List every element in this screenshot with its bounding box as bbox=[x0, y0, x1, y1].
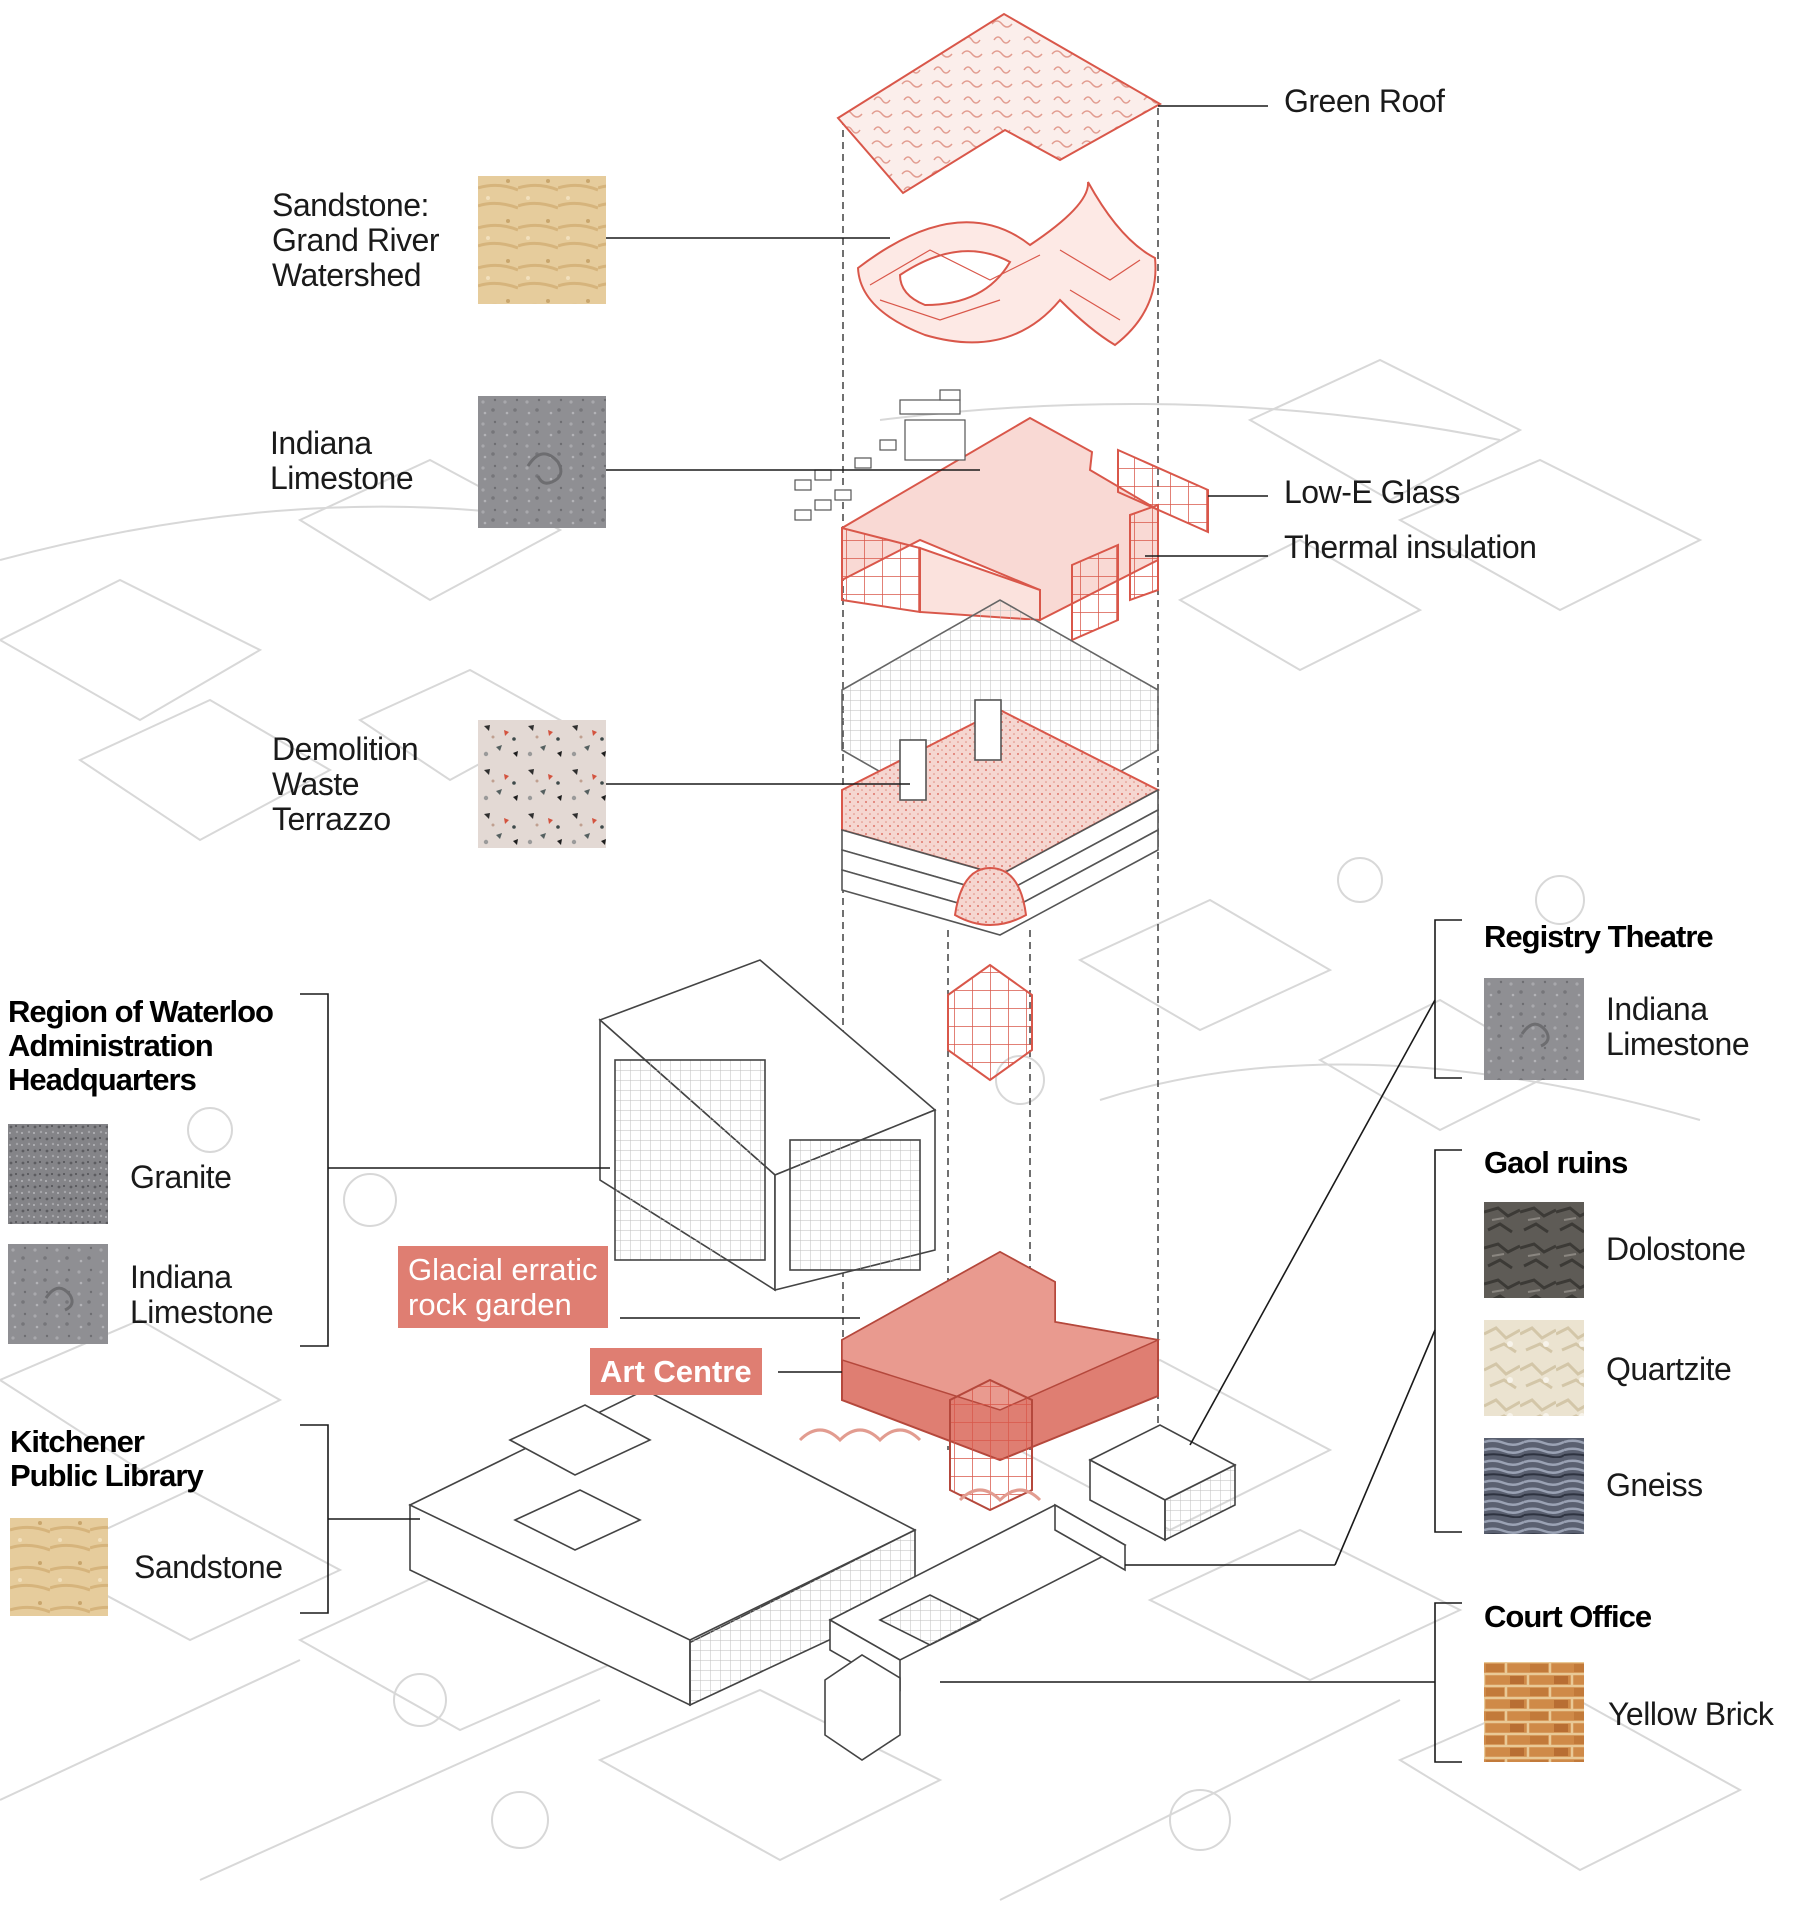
dolostone-label: Dolostone bbox=[1606, 1231, 1746, 1267]
dome-cube-layer bbox=[947, 866, 1033, 1082]
registry-title: Registry Theatre bbox=[1484, 919, 1714, 954]
registry-limestone-swatch bbox=[1484, 978, 1584, 1080]
green-roof-layer bbox=[836, 12, 1163, 195]
region-hq-building bbox=[598, 959, 937, 1292]
terrazzo-label: Demolition Waste Terrazzo bbox=[272, 731, 419, 837]
granite-label: Granite bbox=[130, 1159, 232, 1195]
terrazzo-swatch bbox=[478, 720, 606, 848]
registry-building bbox=[1088, 1424, 1237, 1542]
gaol-title: Gaol ruins bbox=[1484, 1145, 1628, 1180]
library-building bbox=[408, 1389, 917, 1707]
art-centre-callout: Art Centre bbox=[590, 1348, 762, 1395]
sandstone-watershed-label: Sandstone: Grand River Watershed bbox=[272, 187, 440, 293]
rock-garden-callout: Glacial erratic rock garden bbox=[398, 1246, 608, 1328]
region-limestone-swatch bbox=[8, 1244, 108, 1344]
gaol-court-buildings bbox=[824, 1503, 1127, 1761]
court-title: Court Office bbox=[1484, 1599, 1652, 1634]
library-title: Kitchener Public Library bbox=[10, 1424, 204, 1493]
sandstone-ribbon-layer bbox=[856, 181, 1157, 347]
low-e-glass-label: Low-E Glass bbox=[1284, 474, 1460, 510]
yellow-brick-swatch bbox=[1484, 1662, 1584, 1762]
art-centre-building bbox=[798, 1250, 1161, 1512]
green-roof-label: Green Roof bbox=[1284, 83, 1445, 119]
leader-lines bbox=[300, 105, 1462, 1763]
sandstone-swatch bbox=[478, 176, 606, 304]
registry-limestone-label: Indiana Limestone bbox=[1606, 991, 1750, 1062]
structure-floor-layer bbox=[841, 599, 1161, 936]
granite-swatch bbox=[8, 1124, 108, 1224]
library-sandstone-swatch bbox=[10, 1518, 108, 1616]
gneiss-label: Gneiss bbox=[1606, 1467, 1703, 1503]
quartzite-label: Quartzite bbox=[1606, 1351, 1732, 1387]
indiana-limestone-label: Indiana Limestone bbox=[270, 425, 414, 496]
yellow-brick-label: Yellow Brick bbox=[1608, 1696, 1774, 1732]
region-limestone-label: Indiana Limestone bbox=[130, 1259, 274, 1330]
library-sandstone-label: Sandstone bbox=[134, 1549, 283, 1585]
quartzite-swatch bbox=[1484, 1320, 1584, 1416]
dolostone-swatch bbox=[1484, 1202, 1584, 1298]
indiana-limestone-swatch bbox=[478, 396, 606, 528]
thermal-insulation-label: Thermal insulation bbox=[1284, 529, 1537, 565]
region-hq-title: Region of Waterloo Administration Headqu… bbox=[8, 994, 274, 1097]
gneiss-swatch bbox=[1484, 1438, 1584, 1534]
wall-glass-layer bbox=[794, 389, 1209, 642]
